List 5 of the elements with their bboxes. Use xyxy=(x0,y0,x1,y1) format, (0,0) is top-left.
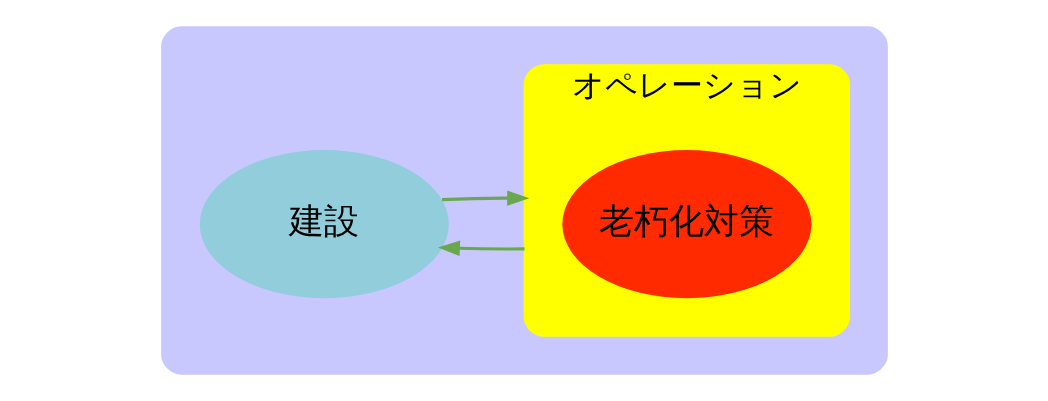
arrow xyxy=(441,190,529,206)
cluster xyxy=(160,26,888,375)
node-ellipse: 老朽化対策 xyxy=(561,150,811,299)
node-ellipse: 建設 xyxy=(199,150,449,299)
arrow xyxy=(437,240,524,256)
